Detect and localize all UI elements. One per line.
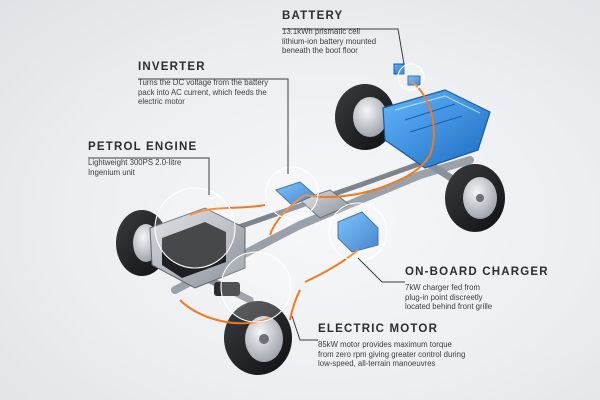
wheel-icon [445, 164, 505, 232]
inverter-description: Turns the DC voltage from the battery pa… [138, 78, 268, 107]
electric-motor-description: 85kW motor provides maximum torque from … [318, 340, 465, 369]
leader-lines [88, 28, 405, 341]
petrol-engine-description: Lightweight 300PS 2.0-litre Ingenium uni… [88, 158, 197, 177]
description-line: from zero rpm giving greater control dur… [318, 349, 466, 359]
description-line: 7kW charger fed from [405, 283, 480, 292]
on-board-charger-callout: ON-BOARD CHARGER 7kW charger fed from pl… [405, 266, 549, 312]
wheel-icon [335, 84, 395, 150]
description-line: low-speed, all-terrain manoeuvres [318, 359, 436, 369]
description-line: Turns the DC voltage from the battery [138, 78, 269, 87]
inverter-title: INVERTER [138, 61, 206, 73]
description-line: located behind front grille [405, 302, 493, 312]
battery-pack [382, 63, 491, 169]
description-line: plug-in point discreetly [405, 292, 483, 302]
petrol-engine-callout: PETROL ENGINE Lightweight 300PS 2.0-litr… [88, 141, 197, 177]
electric-motor-title: ELECTRIC MOTOR [318, 323, 439, 335]
high-voltage-cables [179, 81, 435, 325]
wheel-icon [224, 301, 292, 375]
on-board-charger-title: ON-BOARD CHARGER [405, 266, 549, 278]
description-line: Ingenium unit [88, 167, 135, 177]
inverter-callout: INVERTER Turns the DC voltage from the b… [138, 61, 268, 107]
battery-description: 13.1kWh prismatic cell lithium-ion batte… [282, 27, 376, 56]
description-line: pack into AC current, which feeds the [138, 87, 267, 97]
description-line: 13.1kWh prismatic cell [282, 27, 360, 36]
battery-title: BATTERY [282, 10, 344, 22]
petrol-engine-title: PETROL ENGINE [88, 141, 198, 153]
battery-callout: BATTERY 13.1kWh prismatic cell lithium-i… [282, 10, 376, 56]
description-line: 85kW motor provides maximum torque [318, 340, 452, 349]
description-line: Lightweight 300PS 2.0-litre [88, 158, 182, 167]
electric-motor-callout: ELECTRIC MOTOR 85kW motor provides maxim… [318, 323, 465, 369]
highlight-circles [154, 63, 425, 323]
description-line: lithium-ion battery mounted [282, 36, 377, 46]
inverter-unit [275, 181, 316, 206]
description-line: electric motor [138, 97, 185, 107]
description-line: beneath the boot floor [282, 46, 358, 56]
on-board-charger-description: 7kW charger fed from plug-in point discr… [405, 283, 549, 312]
on-board-charger-unit [337, 211, 379, 253]
